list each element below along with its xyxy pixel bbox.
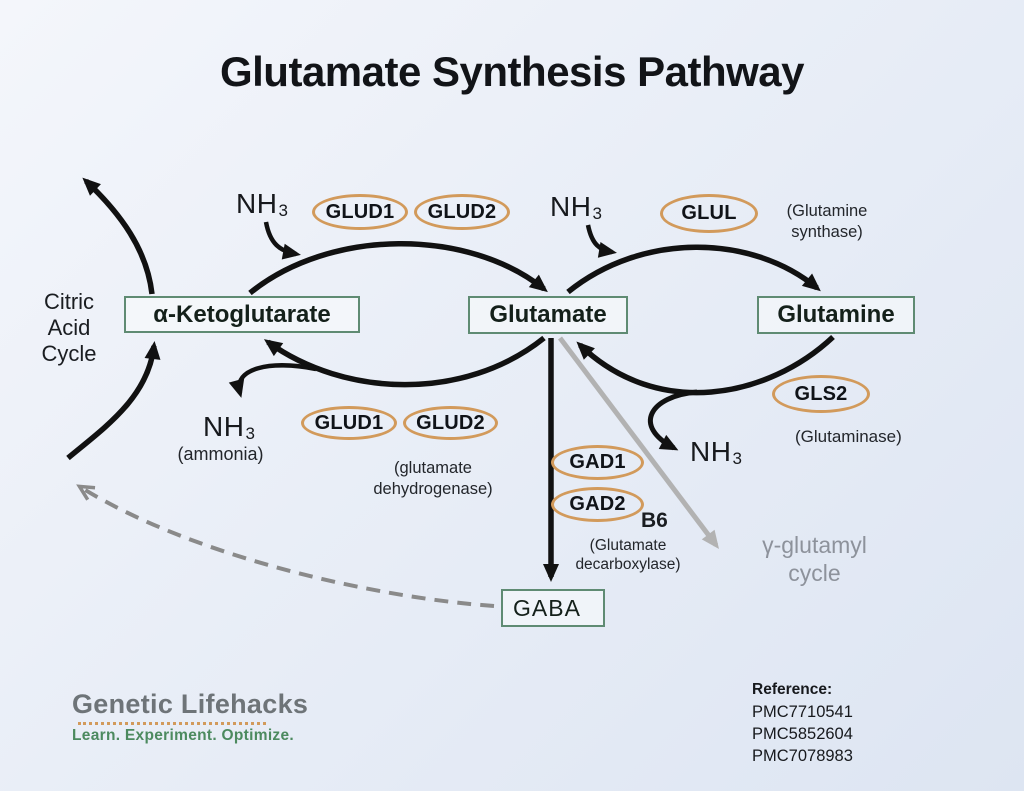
glutamate-dehydrogenase-note: (glutamate dehydrogenase) bbox=[373, 459, 493, 498]
b6-cofactor-label: B6 bbox=[641, 509, 668, 532]
reference-heading: Reference: bbox=[752, 681, 833, 698]
node-glutamate: Glutamate bbox=[468, 296, 628, 334]
reference-item: PMC5852604 bbox=[752, 725, 853, 743]
gamma-glutamyl-cycle-label: γ-glutamyl cycle bbox=[762, 532, 867, 586]
page-title: Glutamate Synthesis Pathway bbox=[219, 48, 805, 95]
arrow-akg-to-glutamate bbox=[248, 241, 548, 296]
arrow-glutamate-to-gamma-glutamyl bbox=[558, 336, 720, 549]
logo-dotted-divider bbox=[78, 722, 266, 725]
arrow-nh3-into-forward-left bbox=[263, 221, 301, 260]
enzyme-pill-glul: GLUL bbox=[660, 194, 758, 233]
arrow-glutamate-to-glutamine bbox=[566, 244, 821, 295]
node-glutamate-label: Glutamate bbox=[489, 301, 607, 328]
arrow-glutamine-to-glutamate bbox=[576, 334, 835, 396]
enzyme-pill-gad2: GAD2 bbox=[551, 487, 644, 522]
citric-acid-cycle-label: Citric Acid Cycle bbox=[41, 289, 97, 366]
enzyme-pill-glud1-bottom: GLUD1 bbox=[301, 406, 397, 440]
glutamate-decarboxylase-note: (Glutamate decarboxylase) bbox=[575, 537, 681, 573]
logo-title: Genetic Lifehacks bbox=[72, 689, 309, 719]
enzyme-pill-glud2-bottom: GLUD2 bbox=[403, 406, 498, 440]
genetic-lifehacks-logo: Genetic Lifehacks Learn. Experiment. Opt… bbox=[72, 689, 308, 745]
arrow-akg-to-citric-cycle bbox=[82, 177, 155, 295]
reference-block: Reference: PMC7710541 PMC5852604 PMC7078… bbox=[752, 679, 853, 767]
node-glutamine-label: Glutamine bbox=[777, 301, 895, 328]
reference-item: PMC7078983 bbox=[752, 747, 853, 765]
glutamine-synthase-note: (Glutamine synthase) bbox=[786, 202, 868, 241]
node-gaba: GABA bbox=[501, 589, 605, 627]
nh3-label-top-right: NH3 bbox=[550, 191, 603, 223]
node-gaba-label: GABA bbox=[513, 594, 581, 621]
arrow-glutamate-to-akg bbox=[263, 335, 546, 388]
arrow-citric-cycle-to-akg bbox=[66, 341, 161, 461]
arrow-nh3-into-forward-right bbox=[585, 224, 617, 258]
arrow-glutaminase-to-nh3 bbox=[648, 389, 698, 451]
ammonia-note: (ammonia) bbox=[177, 444, 264, 464]
enzyme-pill-gad1: GAD1 bbox=[551, 445, 644, 480]
nh3-label-ammonia: NH3 bbox=[203, 411, 256, 443]
reference-item: PMC7710541 bbox=[752, 703, 853, 721]
enzyme-pill-glud2-top: GLUD2 bbox=[414, 194, 510, 230]
nh3-label-right: NH3 bbox=[690, 436, 743, 468]
glutaminase-note: (Glutaminase) bbox=[795, 427, 902, 446]
arrow-gaba-to-citric-cycle-dashed bbox=[76, 484, 495, 608]
node-alpha-ketoglutarate: α-Ketoglutarate bbox=[124, 296, 360, 333]
enzyme-pill-glud1-top: GLUD1 bbox=[312, 194, 408, 230]
nh3-label-top-left: NH3 bbox=[236, 188, 289, 220]
enzyme-pill-gls2: GLS2 bbox=[772, 375, 870, 413]
node-glutamine: Glutamine bbox=[757, 296, 915, 334]
node-alpha-ketoglutarate-label: α-Ketoglutarate bbox=[153, 300, 331, 328]
logo-tagline: Learn. Experiment. Optimize. bbox=[72, 727, 295, 744]
arrow-reverse-to-ammonia bbox=[228, 363, 317, 398]
